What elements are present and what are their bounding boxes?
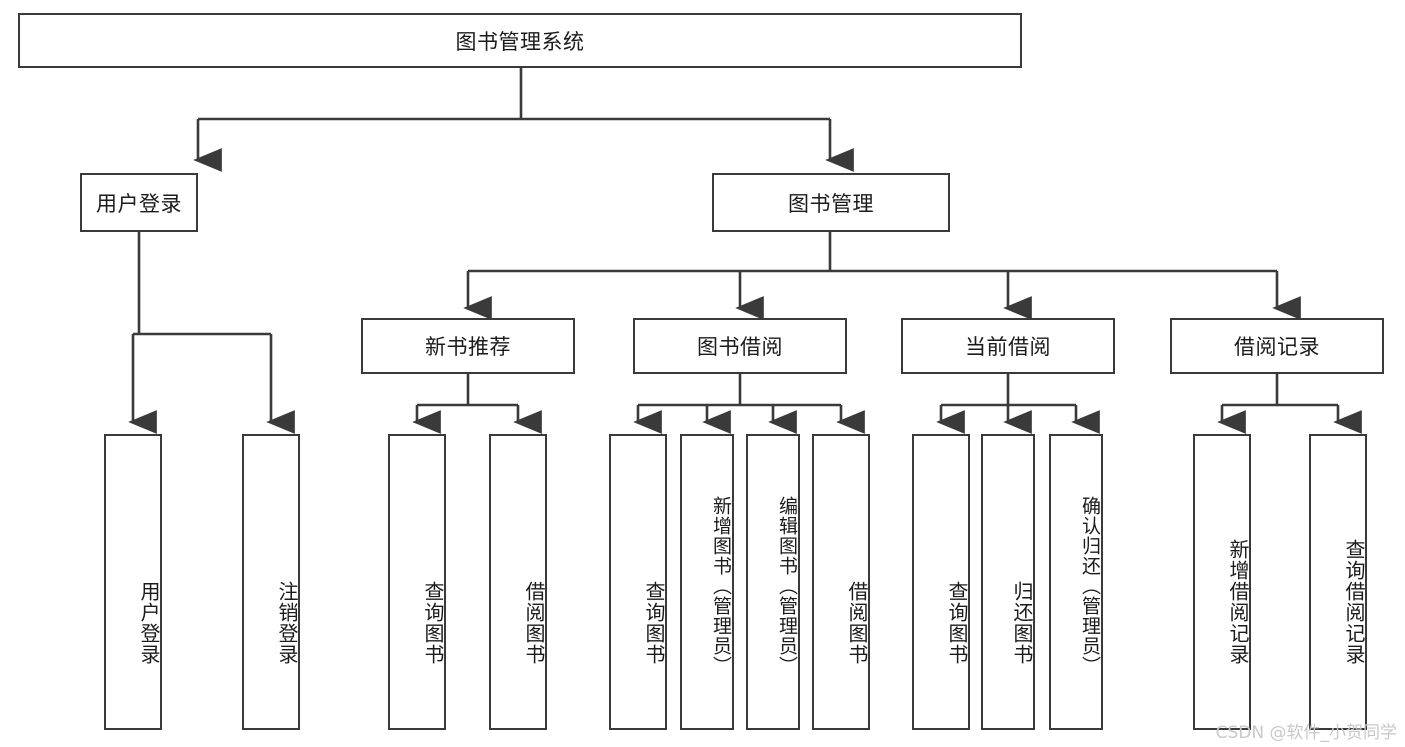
leaf-add-book[interactable]: 新增图书（管理员）: [680, 434, 734, 730]
leaf-query-book-1[interactable]: 查询图书: [388, 434, 446, 730]
node-current-borrow-label: 当前借阅: [965, 335, 1051, 359]
node-current-borrow[interactable]: 当前借阅: [901, 318, 1115, 374]
leaf-return-book-label: 归还图书: [1010, 581, 1034, 665]
leaf-add-book-label: 新增图书（管理员）: [710, 496, 732, 676]
leaf-query-book-2-label: 查询图书: [642, 581, 666, 665]
leaf-query-book-1-label: 查询图书: [421, 581, 445, 665]
node-book-borrow[interactable]: 图书借阅: [633, 318, 847, 374]
node-book-management-label: 图书管理: [788, 191, 874, 216]
node-user-login-label: 用户登录: [96, 191, 182, 216]
leaf-add-record-label: 新增借阅记录: [1226, 539, 1250, 665]
leaf-borrow-book-1-label: 借阅图书: [522, 581, 546, 665]
node-root-label: 图书管理系统: [455, 29, 585, 54]
leaf-edit-book-label: 编辑图书（管理员）: [776, 496, 798, 676]
leaf-borrow-book-2[interactable]: 借阅图书: [812, 434, 870, 730]
leaf-confirm-return[interactable]: 确认归还（管理员）: [1049, 434, 1103, 730]
leaf-edit-book[interactable]: 编辑图书（管理员）: [746, 434, 800, 730]
leaf-user-login[interactable]: 用户登录: [104, 434, 162, 730]
leaf-query-record[interactable]: 查询借阅记录: [1309, 434, 1367, 730]
leaf-return-book[interactable]: 归还图书: [981, 434, 1035, 730]
leaf-user-login-label: 用户登录: [137, 581, 161, 665]
leaf-borrow-book-1[interactable]: 借阅图书: [489, 434, 547, 730]
leaf-query-book-2[interactable]: 查询图书: [609, 434, 667, 730]
leaf-logout-label: 注销登录: [275, 581, 299, 665]
node-root[interactable]: 图书管理系统: [18, 13, 1022, 68]
leaf-borrow-book-2-label: 借阅图书: [845, 581, 869, 665]
node-new-book-recommend[interactable]: 新书推荐: [361, 318, 575, 374]
node-book-management[interactable]: 图书管理: [712, 173, 950, 232]
node-new-book-recommend-label: 新书推荐: [425, 335, 511, 359]
leaf-logout[interactable]: 注销登录: [242, 434, 300, 730]
csdn-watermark: CSDN @软件_小贺同学: [1215, 723, 1397, 743]
leaf-query-book-3-label: 查询图书: [945, 581, 969, 665]
leaf-query-record-label: 查询借阅记录: [1342, 539, 1366, 665]
leaf-add-record[interactable]: 新增借阅记录: [1193, 434, 1251, 730]
leaf-confirm-return-label: 确认归还（管理员）: [1079, 496, 1101, 676]
node-borrow-record-label: 借阅记录: [1234, 335, 1320, 359]
node-user-login[interactable]: 用户登录: [80, 173, 198, 232]
leaf-query-book-3[interactable]: 查询图书: [912, 434, 970, 730]
node-book-borrow-label: 图书借阅: [697, 335, 783, 359]
node-borrow-record[interactable]: 借阅记录: [1170, 318, 1384, 374]
